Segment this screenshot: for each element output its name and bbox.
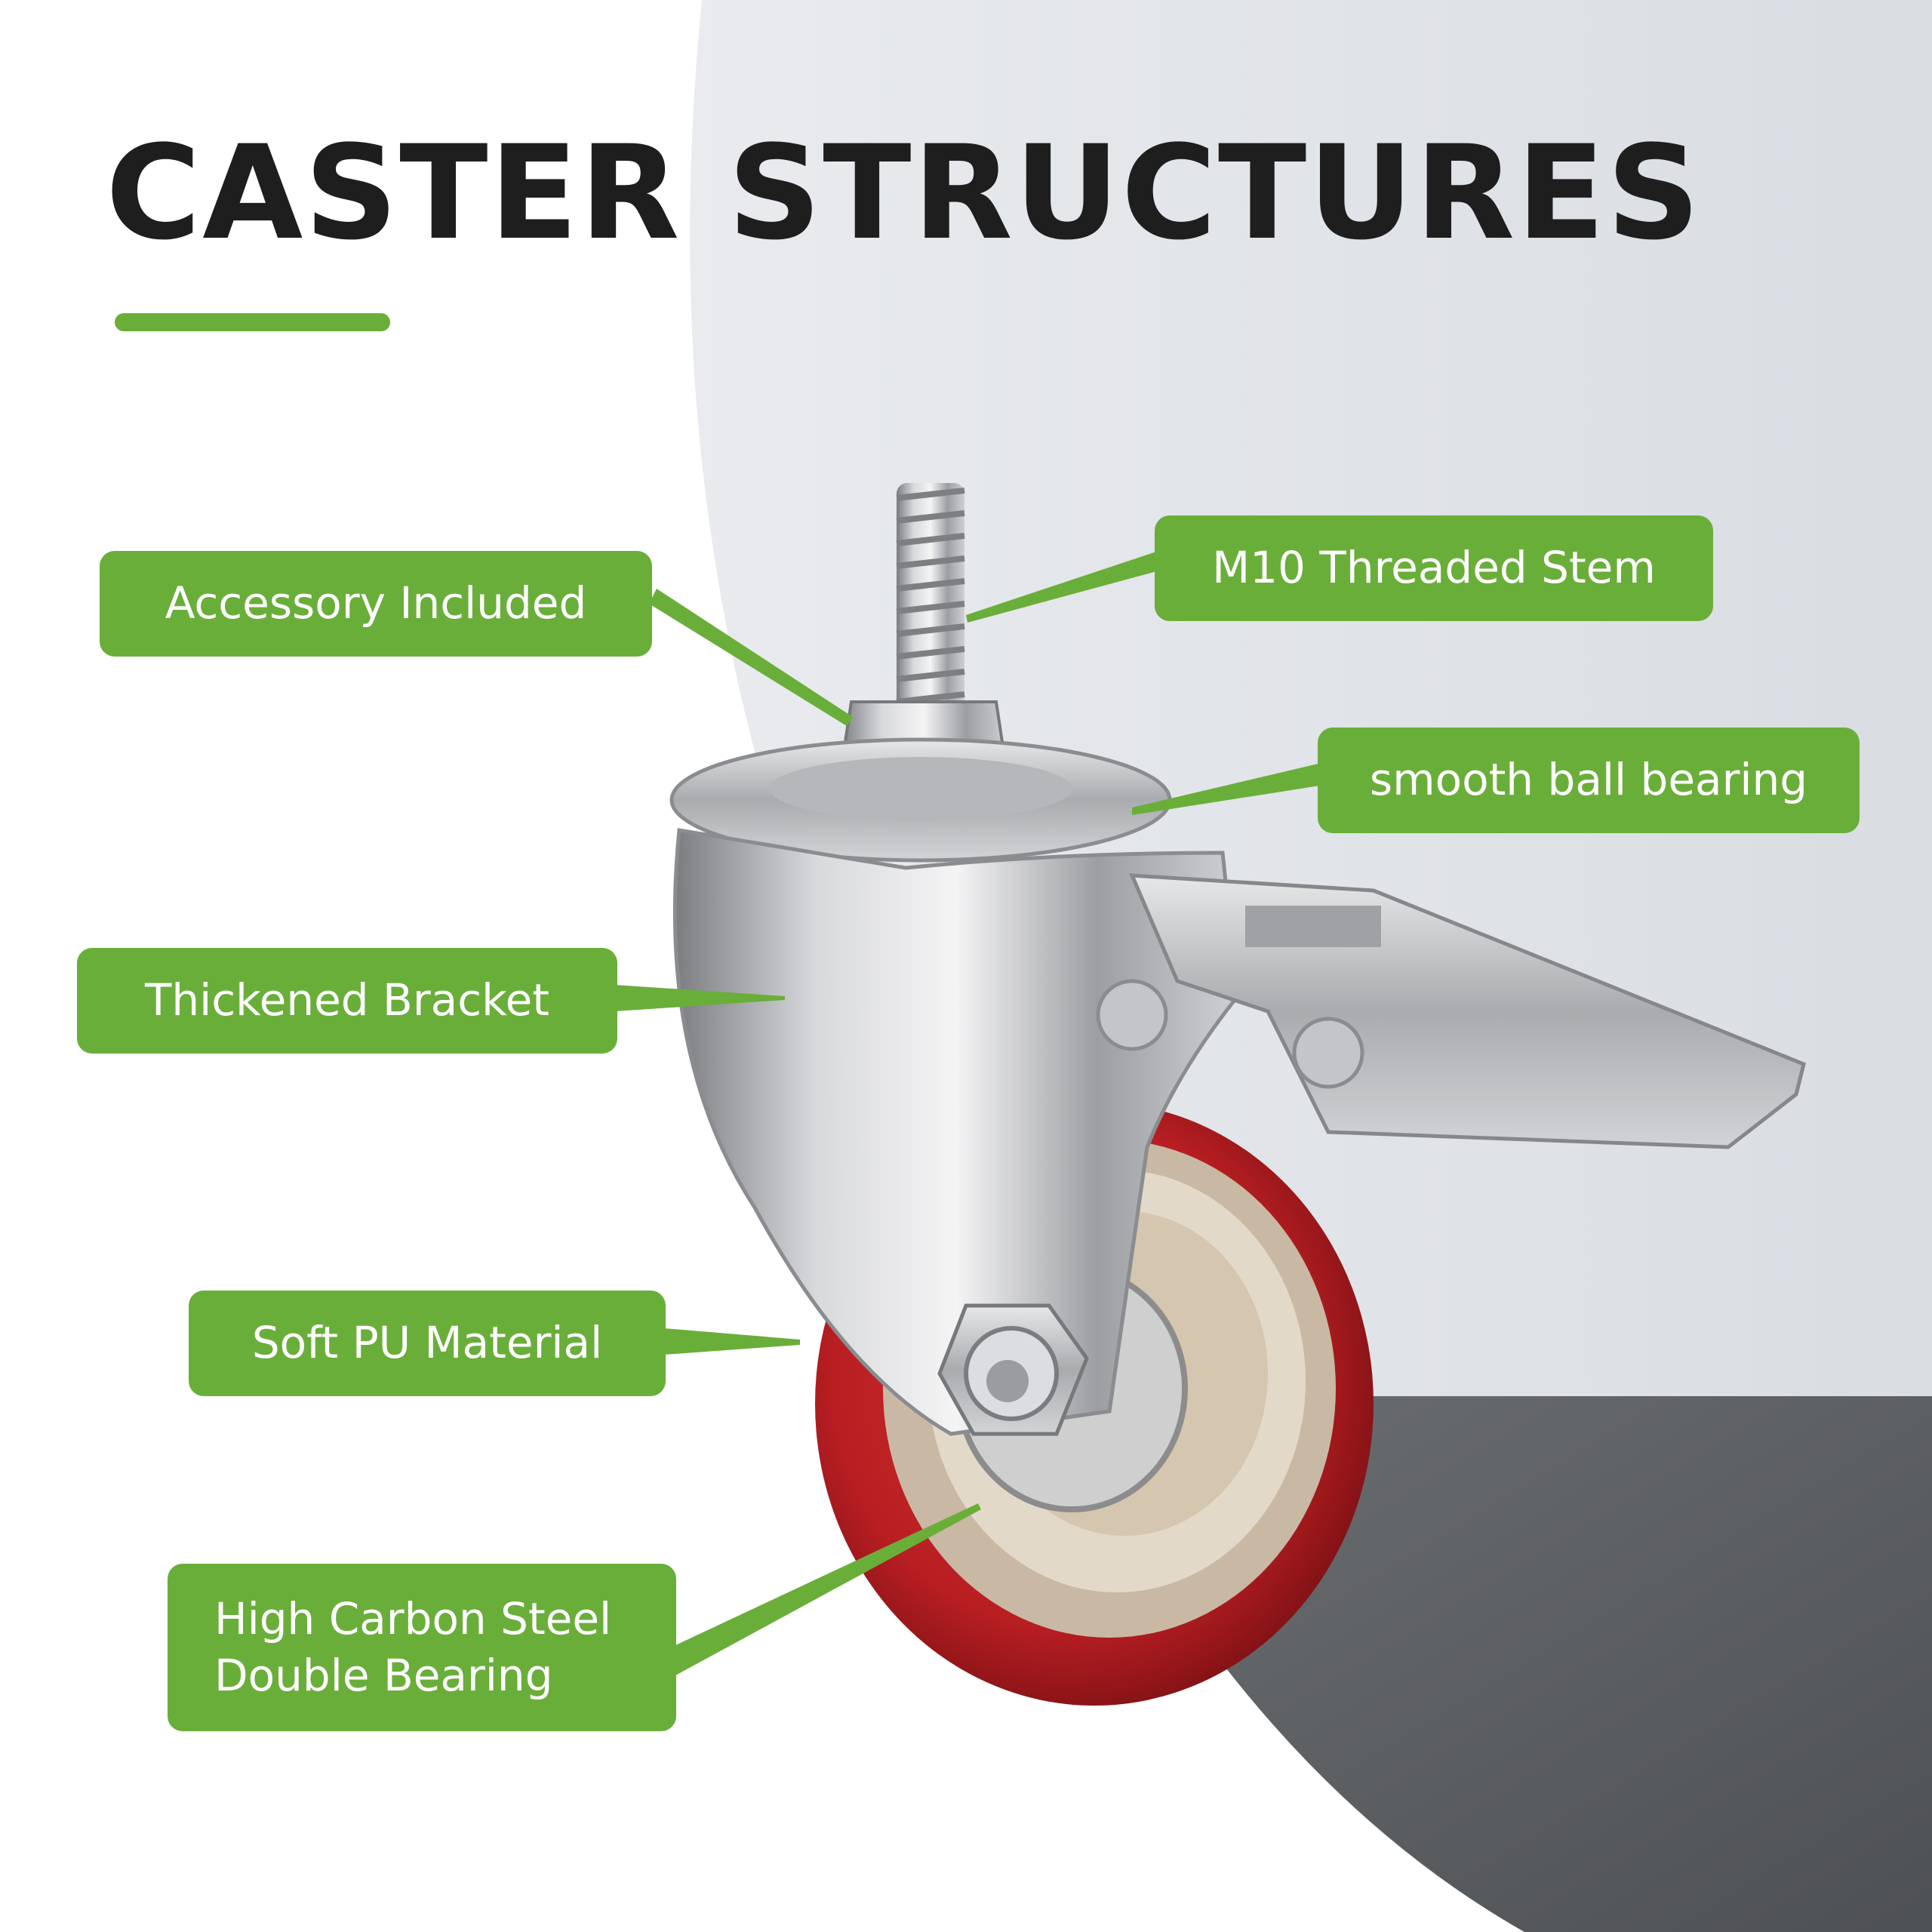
connector-lines [615,551,1324,1675]
callout-soft-pu-material-text: Soft PU Material [251,1317,603,1369]
callout-high-carbon-steel: High Carbon Steel Double Bearing [168,1564,676,1731]
page-title: CASTER STRUCTURES [106,117,1702,269]
bracket [672,828,1240,1436]
brake-lever [1096,873,1806,1149]
callout-high-carbon-steel-line1: High Carbon Steel [214,1592,612,1644]
callout-thickened-bracket: Thickened Bracket [77,948,617,1054]
callout-accessory-included-text: Accessory Included [165,577,587,629]
connector-stem [966,551,1162,623]
callout-m10-threaded-stem: M10 Threaded Stem [1155,515,1713,621]
callout-accessory-included: Accessory Included [100,551,652,657]
callout-high-carbon-steel-line2: Double Bearing [214,1650,553,1701]
callout-smooth-ball-bearing-text: smooth ball bearing [1369,754,1808,806]
callout-m10-threaded-stem-text: M10 Threaded Stem [1212,542,1656,594]
top-plate [669,737,1172,863]
connector-bearing [1132,762,1324,815]
title-underline [115,313,390,331]
axle-bolt [937,1303,1089,1436]
connector-pu [664,1328,800,1355]
callout-soft-pu-material: Soft PU Material [189,1291,666,1396]
connector-accessory [649,589,853,726]
callout-smooth-ball-bearing: smooth ball bearing [1318,728,1860,833]
connector-bracket [615,985,785,1011]
connector-steel [675,1503,981,1675]
callout-thickened-bracket-text: Thickened Bracket [144,974,550,1026]
